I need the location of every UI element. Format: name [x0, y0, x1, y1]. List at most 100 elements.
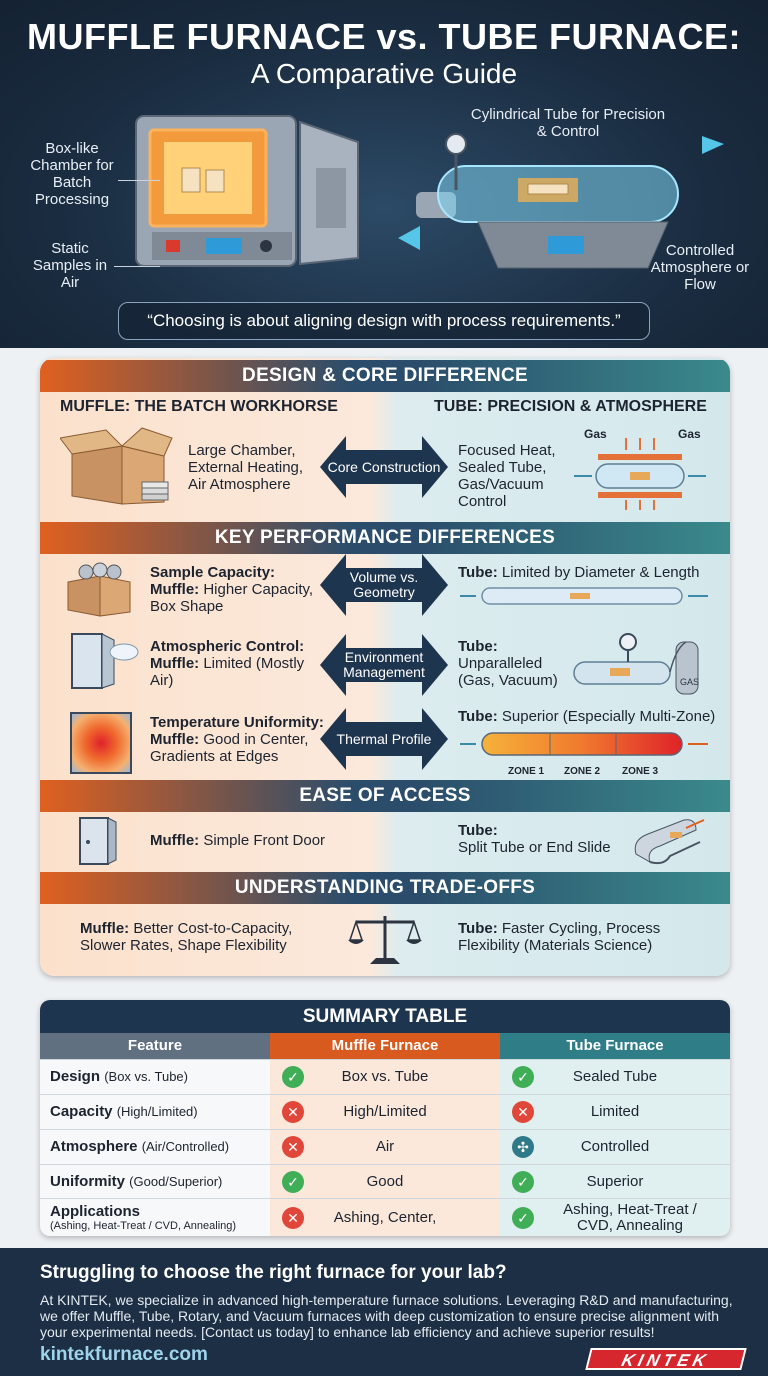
capacity-muffle-text: Higher Capacity, Box Shape: [150, 581, 314, 615]
muffle-value: High/Limited: [343, 1103, 427, 1120]
atmosphere-tube-block: Tube: Unparalleled (Gas, Vacuum): [458, 638, 568, 689]
feature-name: Design: [50, 1068, 101, 1085]
access-tube-text: Split Tube or End Slide: [458, 839, 611, 856]
footer-question: Struggling to choose the right furnace f…: [40, 1262, 507, 1283]
open-box-icon: [60, 427, 173, 505]
zone-3-label: ZONE 3: [622, 766, 659, 777]
footer-paragraph: At KINTEK, we specialize in advanced hig…: [40, 1292, 733, 1340]
tradeoff-tube-label: Tube:: [458, 920, 498, 937]
label-connector: [114, 266, 160, 267]
section-band-performance: KEY PERFORMANCE DIFFERENCES: [40, 522, 730, 554]
muffle-cell: ✕ High/Limited: [270, 1095, 500, 1129]
check-icon: ✓: [282, 1066, 304, 1088]
muffle-value: Air: [375, 1138, 395, 1155]
page-title: MUFFLE FURNACE vs. TUBE FURNACE:: [27, 16, 741, 57]
tradeoff-muffle-block: Muffle: Better Cost-to-Capacity, Slower …: [80, 920, 330, 954]
volume-geometry-label: Volume vs. Geometry: [349, 569, 419, 600]
thermal-profile-label-box: Thermal Profile: [320, 708, 448, 770]
page-subtitle: A Comparative Guide: [250, 58, 518, 89]
temperature-muffle-block: Temperature Uniformity: Muffle: Good in …: [150, 714, 326, 765]
feature-name: Uniformity: [50, 1172, 125, 1190]
temperature-tube-label: Tube:: [458, 708, 498, 725]
core-construction-label-box: Core Construction: [320, 436, 448, 498]
summary-table: SUMMARY TABLE Feature Muffle Furnace Tub…: [40, 1000, 730, 1236]
feature-hint: (Box vs. Tube): [104, 1069, 188, 1084]
muffle-cell: ✕Ashing, Center,: [270, 1199, 500, 1236]
tube-cell: ✓Superior: [500, 1165, 730, 1198]
column-header-feature: Feature: [40, 1033, 270, 1059]
cross-icon: ✕: [282, 1136, 304, 1158]
capacity-tube-label: Tube:: [458, 564, 498, 581]
section-band-tradeoffs: UNDERSTANDING TRADE-OFFS: [40, 872, 730, 904]
label-cylindrical-tube: Cylindrical Tube for Precision & Control: [470, 106, 666, 140]
access-tube-block: Tube: Split Tube or End Slide: [458, 822, 638, 856]
narrow-tube-icon: [460, 587, 708, 605]
atmosphere-muffle-block: Atmospheric Control: Muffle: Limited (Mo…: [150, 638, 320, 689]
label-controlled-atmosphere: Controlled Atmosphere or Flow: [650, 242, 750, 293]
feature-name: Capacity: [50, 1103, 113, 1120]
website-link[interactable]: kintekfurnace.com: [40, 1344, 208, 1365]
table-row: Design (Box vs. Tube) ✓Box vs. Tube ✓Sea…: [40, 1059, 730, 1094]
tube-value: Controlled: [580, 1138, 650, 1155]
access-tube-label: Tube:: [458, 822, 498, 839]
section-band-access: EASE OF ACCESS: [40, 780, 730, 812]
multizone-tube-icon: [460, 732, 708, 756]
volume-geometry-arrow: [320, 554, 448, 616]
gas-label-right: Gas: [678, 427, 701, 441]
environment-management-arrow: [320, 634, 448, 696]
table-row: Applications(Ashing, Heat-Treat / CVD, A…: [40, 1198, 730, 1236]
column-header-tube: Tube Furnace: [500, 1033, 730, 1059]
door-cloud-icon: [71, 633, 139, 689]
hero-banner: MUFFLE FURNACE vs. TUBE FURNACE: A Compa…: [0, 0, 768, 348]
environment-management-label: Environment Management: [343, 649, 425, 680]
cross-icon: ✕: [282, 1101, 304, 1123]
temperature-tube-text: Superior (Especially Multi-Zone): [501, 708, 716, 725]
section-band-design: DESIGN & CORE DIFFERENCE: [40, 360, 730, 392]
temperature-muffle-text: Good in Center, Gradients at Edges: [150, 731, 309, 765]
access-muffle-text: Simple Front Door: [203, 832, 326, 849]
muffle-value: Ashing, Center,: [333, 1208, 437, 1226]
label-static-samples: Static Samples in Air: [32, 240, 108, 291]
tradeoff-tube-block: Tube: Faster Cycling, Process Flexibilit…: [458, 920, 698, 954]
gas-tank-label: GAS: [680, 677, 700, 687]
sealed-tube-diagram: [574, 438, 706, 510]
tube-cell: ✓ Ashing, Heat-Treat / CVD, Annealing: [500, 1199, 730, 1236]
tube-furnace-illustration: [398, 133, 724, 269]
tube-value: Superior: [586, 1172, 644, 1190]
capacity-title: Sample Capacity:: [150, 564, 276, 581]
tube-cell: ✓Sealed Tube: [500, 1060, 730, 1094]
fan-icon: ✣: [512, 1136, 534, 1158]
core-construction-arrow: [320, 436, 448, 498]
feature-cell: Capacity (High/Limited): [40, 1095, 270, 1129]
muffle-design-text: Large Chamber, External Heating, Air Atm…: [188, 442, 304, 493]
check-icon: ✓: [282, 1170, 304, 1193]
feature-hint: (Good/Superior): [129, 1173, 223, 1189]
capacity-tube-block: Tube: Limited by Diameter & Length: [458, 564, 718, 581]
heatmap-square-icon: [70, 712, 132, 774]
muffle-cell: ✓ Good: [270, 1165, 500, 1198]
tube-value: Limited: [590, 1103, 640, 1120]
check-icon: ✓: [512, 1206, 534, 1229]
summary-table-title: SUMMARY TABLE: [40, 1000, 730, 1033]
tube-cell: ✕Limited: [500, 1095, 730, 1129]
feature-cell: Design (Box vs. Tube): [40, 1060, 270, 1094]
muffle-value: Good: [366, 1172, 404, 1190]
thermal-profile-label: Thermal Profile: [336, 730, 432, 747]
tube-cell: ✣ Controlled: [500, 1130, 730, 1164]
muffle-furnace-illustration: [135, 115, 359, 267]
zone-2-label: ZONE 2: [564, 766, 601, 777]
tradeoff-muffle-text: Better Cost-to-Capacity, Slower Rates, S…: [80, 920, 293, 954]
table-row: Uniformity (Good/Superior) ✓ Good ✓Superi…: [40, 1164, 730, 1198]
tube-value: Ashing, Heat-Treat / CVD, Annealing: [563, 1200, 697, 1234]
label-connector: [118, 180, 160, 181]
temperature-muffle-label: Muffle:: [150, 731, 200, 748]
tradeoff-muffle-label: Muffle:: [80, 920, 130, 937]
footer-cta: Struggling to choose the right furnace f…: [0, 1248, 768, 1376]
table-row: Atmosphere (Air/Controlled) ✕Air ✣Contro…: [40, 1129, 730, 1164]
front-door-icon: [79, 817, 117, 865]
tube-heading: TUBE: PRECISION & ATMOSPHERE: [434, 398, 707, 415]
feature-name: Atmosphere: [50, 1138, 138, 1155]
design-quote: “Choosing is about aligning design with …: [118, 302, 650, 340]
environment-management-label-box: Environment Management: [320, 634, 448, 696]
muffle-cell: ✓Box vs. Tube: [270, 1060, 500, 1094]
